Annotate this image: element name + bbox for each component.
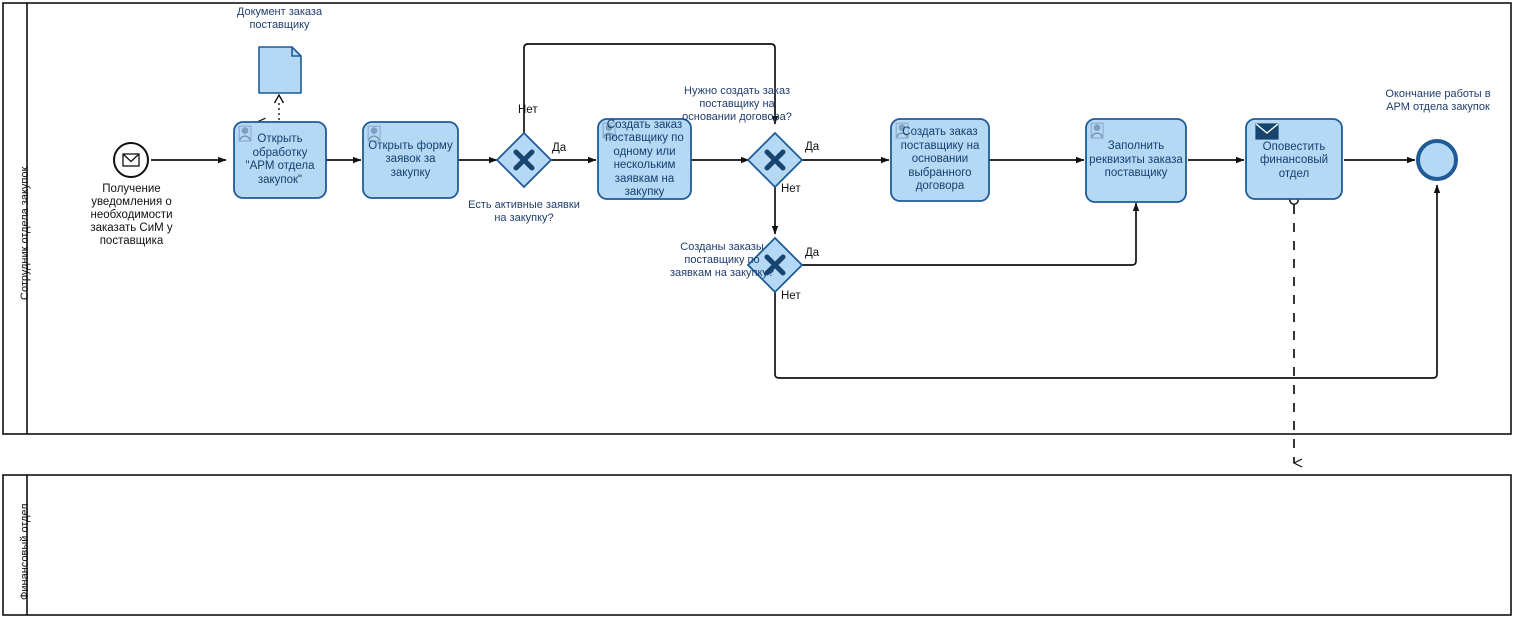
flow-label-g1-no: Нет xyxy=(518,104,538,116)
data-association-line xyxy=(273,93,285,120)
task-shapes xyxy=(233,118,1343,203)
data-object-label: Документ заказа поставщику xyxy=(236,6,323,31)
task-label-create-order-from-requests: Создать заказ поставщику по одному или н… xyxy=(605,118,684,199)
gateway-label-active-requests: Есть активные заявки на закупку? xyxy=(468,199,580,224)
start-event-label: Получение уведомления о необходимости за… xyxy=(90,183,173,247)
send-task-envelope-icon xyxy=(1255,123,1279,140)
flow-label-g2-yes: Да xyxy=(805,141,820,153)
message-flow-to-finance xyxy=(1289,195,1303,468)
task-label-open-arm: Открыть обработку "АРМ отдела закупок" xyxy=(245,133,315,186)
flow-label-g3-no: Нет xyxy=(781,290,801,302)
pool-finance-frame xyxy=(2,474,1512,616)
user-task-icons xyxy=(238,122,1104,142)
sequence-flows xyxy=(151,43,1441,379)
flow-label-g3-yes: Да xyxy=(805,247,820,259)
lane-label-finance: Финансовый отдел xyxy=(19,503,31,600)
flow-label-g2-no: Нет xyxy=(781,183,801,195)
task-label-create-order-from-contract: Создать заказ поставщику на основании вы… xyxy=(900,126,980,193)
end-event-label: Окончание работы в АРМ отдела закупок xyxy=(1385,88,1491,113)
gateway-x-symbols xyxy=(513,149,786,276)
flow-label-g1-yes: Да xyxy=(552,142,567,154)
pool-procurement-frame xyxy=(2,2,1512,435)
task-label-open-request-form: Открыть форму заявок за закупку xyxy=(368,139,453,179)
task-label-fill-order-details: Заполнить реквизиты заказа поставщику xyxy=(1089,140,1183,180)
end-event-shape xyxy=(1416,139,1458,181)
start-event-shape xyxy=(113,142,149,178)
lane-label-procurement: Сотрудник отдела закупок xyxy=(19,166,31,300)
gateway-label-contract-based: Нужно создать заказ поставщику на основа… xyxy=(682,85,792,123)
data-object-shape xyxy=(258,46,302,94)
task-label-notify-finance: Оповестить финансовый отдел xyxy=(1259,140,1329,180)
gateway-label-orders-created: Созданы заказы поставщику по заявкам на … xyxy=(669,241,775,279)
